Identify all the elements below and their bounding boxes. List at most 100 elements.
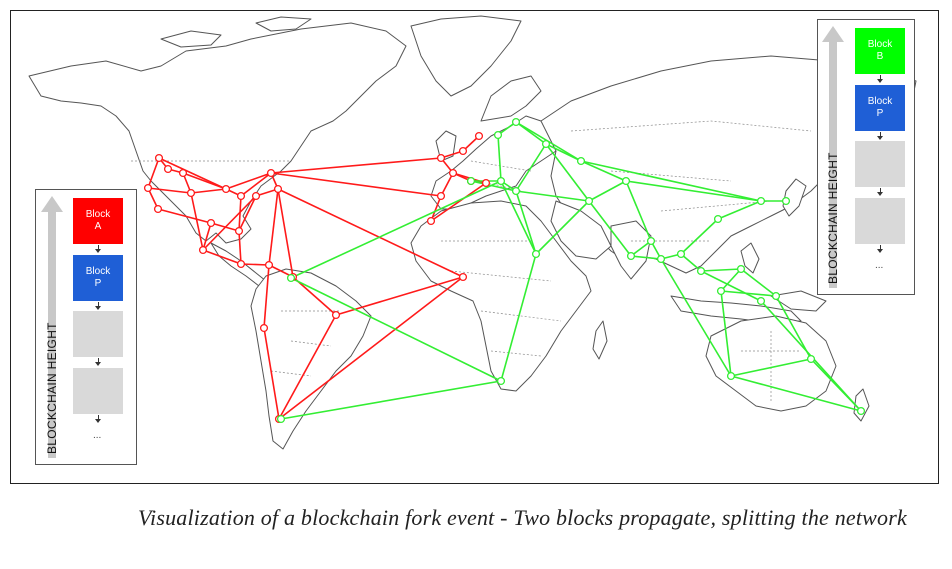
red-node (186, 188, 196, 198)
left-chain-panel: BLOCKCHAIN HEIGHT Block A Block P ... (35, 189, 137, 465)
red-edge (430, 182, 487, 222)
green-node (716, 286, 726, 296)
red-node (236, 191, 246, 201)
green-edge (700, 270, 762, 302)
green-edge (630, 240, 652, 257)
red-edge (157, 208, 212, 224)
left-link-3 (98, 358, 99, 364)
japan-outline (782, 178, 807, 217)
red-edge (270, 157, 442, 174)
green-edge (625, 180, 652, 242)
red-edge (268, 188, 279, 266)
green-edge (717, 200, 762, 220)
right-block-p: Block P (855, 85, 905, 131)
madagascar-outline (592, 320, 608, 360)
left-height-arrow (41, 196, 63, 458)
green-node (496, 376, 506, 386)
red-edge (240, 263, 270, 266)
green-node (676, 249, 686, 259)
red-node (198, 245, 208, 255)
green-edge (680, 253, 702, 272)
green-node (726, 371, 736, 381)
green-edge (625, 180, 762, 202)
right-link-2-tip (877, 136, 883, 140)
block-b-line2: B (876, 51, 884, 62)
right-height-arrow (822, 26, 844, 288)
right-empty-block-2 (855, 198, 905, 244)
green-node (856, 406, 866, 416)
red-node (266, 168, 276, 178)
green-node (493, 130, 503, 140)
left-link-1-tip (95, 249, 101, 253)
red-node (259, 323, 269, 333)
green-node (511, 117, 521, 127)
left-link-1 (98, 245, 99, 251)
scandinavia-outline (480, 75, 542, 122)
red-edge (263, 327, 280, 420)
red-edge (202, 222, 212, 251)
right-link-3 (880, 188, 881, 194)
green-edge (720, 290, 732, 377)
red-node (153, 204, 163, 214)
left-continuation: ... (93, 430, 102, 441)
green-node (756, 196, 766, 206)
right-block-p-line1: Block (867, 96, 893, 107)
red-node (143, 183, 153, 193)
green-edge (545, 143, 582, 162)
green-network-nodes (276, 117, 866, 424)
block-b: Block B (855, 28, 905, 74)
left-block-p: Block P (73, 255, 123, 301)
red-edge (277, 188, 294, 278)
block-a: Block A (73, 198, 123, 244)
red-edge (158, 157, 227, 190)
world-map-network (28, 15, 917, 450)
world-map-continents (28, 15, 917, 450)
left-link-3-tip (95, 362, 101, 366)
green-edge (660, 258, 732, 377)
green-node (584, 196, 594, 206)
green-node (621, 176, 631, 186)
left-block-p-line2: P (94, 278, 102, 289)
right-chain-panel: BLOCKCHAIN HEIGHT Block B Block P ... (817, 19, 915, 295)
green-edge (580, 160, 762, 202)
red-edge (278, 276, 464, 420)
green-edge (545, 143, 590, 202)
red-node (481, 178, 491, 188)
green-node (771, 291, 781, 301)
red-edge (278, 314, 337, 420)
red-edge (238, 195, 242, 232)
left-link-2 (98, 302, 99, 308)
left-height-label: BLOCKCHAIN HEIGHT (45, 322, 59, 454)
green-edge (680, 218, 719, 255)
green-node (736, 264, 746, 274)
arctic-islands (160, 16, 312, 48)
green-node (646, 236, 656, 246)
green-node (286, 273, 296, 283)
green-edge (515, 190, 590, 202)
new-guinea-outline (770, 290, 827, 312)
indonesia-outline (670, 295, 802, 324)
green-edge (515, 143, 547, 192)
right-height-label: BLOCKCHAIN HEIGHT (826, 152, 840, 284)
red-node (234, 226, 244, 236)
right-link-1 (880, 75, 881, 81)
red-edge (202, 195, 257, 251)
green-edge (515, 190, 537, 255)
figure-caption: Visualization of a blockchain fork event… (138, 505, 907, 530)
green-node (541, 139, 551, 149)
country-borders (131, 120, 812, 401)
red-edge (238, 230, 242, 265)
green-edge (730, 358, 812, 377)
red-node (474, 131, 484, 141)
right-link-2 (880, 132, 881, 138)
red-node (154, 153, 164, 163)
right-link-1-tip (877, 79, 883, 83)
green-edge (535, 200, 590, 255)
green-edge (588, 200, 632, 257)
india-outline (610, 220, 652, 280)
red-edge (335, 276, 464, 316)
red-node (458, 272, 468, 282)
red-node (236, 259, 246, 269)
green-node (626, 251, 636, 261)
red-node (221, 184, 231, 194)
